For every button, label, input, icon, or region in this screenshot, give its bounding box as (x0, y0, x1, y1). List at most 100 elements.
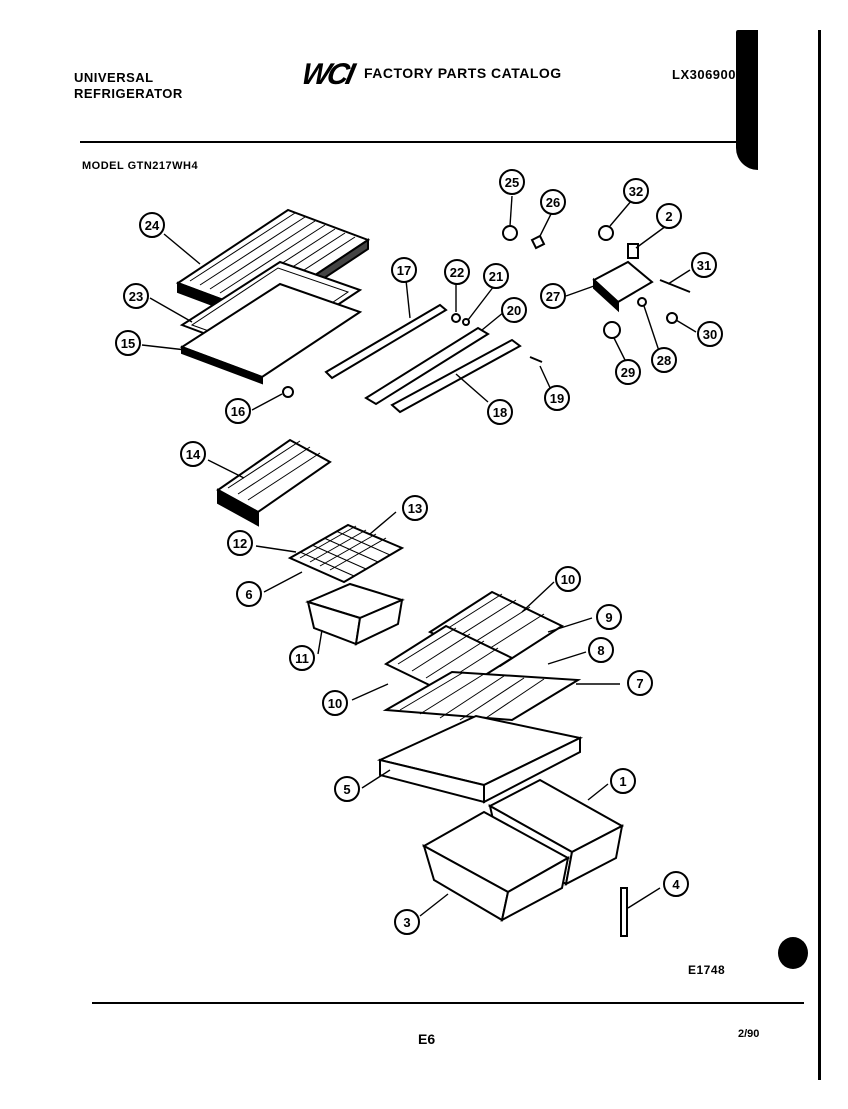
part-32 (598, 225, 614, 241)
callout-circle (610, 768, 636, 794)
callout-circle (483, 263, 509, 289)
part-13-grid (287, 523, 405, 584)
callout-number: 29 (621, 365, 635, 380)
part-7-shelf (382, 670, 582, 723)
callout-circle (544, 385, 570, 411)
part-18-rail (390, 338, 522, 414)
parts-drawing (141, 195, 697, 937)
revision-date: 2/90 (738, 1028, 760, 1040)
callout-circle (180, 441, 206, 467)
part-28 (637, 297, 647, 307)
callout-circle (123, 283, 149, 309)
part-16 (282, 386, 294, 398)
callout-circle (691, 252, 717, 278)
part-2 (627, 243, 639, 259)
part-26 (530, 234, 546, 250)
footer-rule (92, 1002, 804, 1004)
callout-number: 27 (546, 289, 560, 304)
brand-line-2: REFRIGERATOR (74, 86, 183, 101)
callout-circle (540, 283, 566, 309)
callout-circle (627, 670, 653, 696)
callout-number: 5 (343, 782, 350, 797)
callout-number: 10 (328, 696, 342, 711)
callout-number: 2 (665, 209, 672, 224)
part-19 (529, 356, 543, 363)
callout-number: 9 (605, 610, 612, 625)
part-20-rail (364, 326, 490, 406)
callout-circle (236, 581, 262, 607)
callout-circle (540, 189, 566, 215)
callout-number: 16 (231, 404, 245, 419)
callout-number: 32 (629, 184, 643, 199)
callout-circle (588, 637, 614, 663)
callout-number: 8 (597, 643, 604, 658)
callout-number: 30 (703, 327, 717, 342)
part-21 (462, 318, 470, 326)
scan-edge (736, 30, 758, 170)
part-5-cover (376, 714, 584, 804)
leader-lines (141, 195, 697, 917)
part-29 (603, 321, 621, 339)
punch-hole (778, 937, 808, 969)
callout-circle (487, 399, 513, 425)
callout-circle (555, 566, 581, 592)
right-border (818, 30, 821, 1080)
callout-number: 25 (505, 175, 519, 190)
callout-group: 1234567891010111213141516171819202122232… (115, 169, 723, 935)
callout-circle (334, 776, 360, 802)
callout-circle (139, 212, 165, 238)
callout-number: 7 (636, 676, 643, 691)
part-22 (451, 313, 461, 323)
part-14-bracket (216, 438, 332, 527)
model-label: MODEL GTN217WH4 (82, 160, 199, 172)
callout-number: 11 (295, 651, 309, 666)
header-rule (80, 141, 740, 143)
callout-circle (402, 495, 428, 521)
callout-number: 3 (403, 915, 410, 930)
callout-circle (623, 178, 649, 204)
part-25 (502, 225, 518, 241)
callout-number: 1 (619, 774, 626, 789)
callout-circle (227, 530, 253, 556)
brand-line-1: UNIVERSAL (74, 70, 154, 85)
callout-circle (499, 169, 525, 195)
part-11-drawer (305, 582, 405, 646)
callout-circle (444, 259, 470, 285)
catalog-title: FACTORY PARTS CATALOG (364, 65, 562, 81)
callout-circle (501, 297, 527, 323)
callout-circle (322, 690, 348, 716)
callout-number: 12 (233, 536, 247, 551)
callout-number: 14 (186, 447, 201, 462)
callout-number: 6 (245, 587, 252, 602)
callout-number: 13 (408, 501, 422, 516)
callout-circle (697, 321, 723, 347)
callout-circle (391, 257, 417, 283)
callout-number: 31 (697, 258, 711, 273)
callout-number: 10 (561, 572, 575, 587)
part-3-crisper (421, 810, 571, 922)
callout-number: 17 (397, 263, 411, 278)
callout-number: 26 (546, 195, 560, 210)
callout-circle (596, 604, 622, 630)
callout-number: 18 (493, 405, 507, 420)
callout-number: 22 (450, 265, 464, 280)
callout-circle (651, 347, 677, 373)
catalog-code: LX3069002 (672, 67, 744, 82)
callout-circle (615, 359, 641, 385)
callout-number: 28 (657, 353, 671, 368)
part-31 (659, 279, 691, 293)
page-number: E6 (418, 1031, 436, 1047)
callout-number: 4 (672, 877, 680, 892)
callout-number: 15 (121, 336, 135, 351)
callout-number: 21 (489, 269, 503, 284)
part-17-rail (324, 303, 448, 380)
callout-circle (225, 398, 251, 424)
callout-number: 24 (145, 218, 160, 233)
callout-number: 23 (129, 289, 143, 304)
part-30 (666, 312, 678, 324)
callout-circle (656, 203, 682, 229)
callout-circle (289, 645, 315, 671)
callout-circle (663, 871, 689, 897)
callout-circle (394, 909, 420, 935)
